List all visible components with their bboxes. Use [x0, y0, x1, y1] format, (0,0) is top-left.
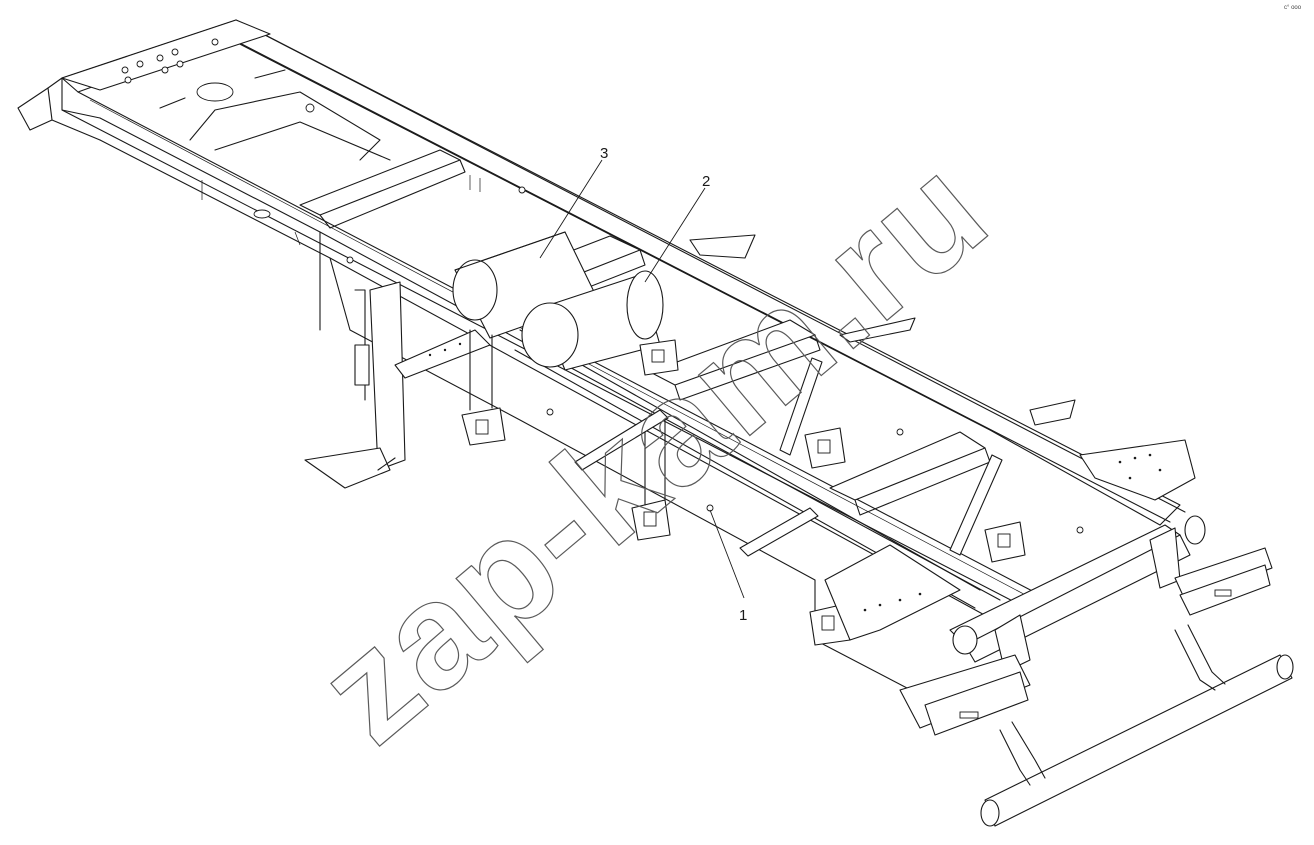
rear-end-assembly — [899, 515, 1273, 736]
front-end-bracket — [17, 19, 391, 161]
front-support-leg — [304, 281, 406, 489]
diagonal-strut-2 — [739, 507, 819, 557]
cross-member-4 — [829, 431, 991, 516]
spring-bracket-2 — [631, 414, 671, 541]
spring-bracket-4 — [639, 339, 679, 376]
spring-bracket-6 — [984, 521, 1026, 563]
diagonal-strut-1 — [574, 409, 669, 471]
rear-underrun-bar — [980, 624, 1294, 827]
corner-mark: c° ooo — [1284, 5, 1302, 11]
spring-bracket-5 — [804, 427, 846, 469]
outrigger-brackets — [689, 234, 1196, 501]
callout-1: 1 — [709, 509, 747, 624]
diagonal-strut-4 — [949, 454, 1003, 556]
frame-details — [201, 175, 1084, 534]
callout-3-label: 3 — [600, 145, 608, 162]
cross-member-1 — [299, 149, 466, 229]
callout-2-label: 2 — [702, 173, 710, 190]
gusset-plate-rear — [824, 544, 961, 641]
gusset-plate-left — [394, 329, 491, 379]
callout-1-label: 1 — [739, 607, 747, 624]
spring-bracket-1 — [461, 329, 506, 446]
cross-member-3 — [649, 319, 821, 401]
diagonal-strut-3 — [779, 357, 823, 456]
tank-2 — [521, 270, 664, 371]
callout-3: 3 — [539, 145, 608, 259]
callout-2: 2 — [644, 173, 710, 283]
